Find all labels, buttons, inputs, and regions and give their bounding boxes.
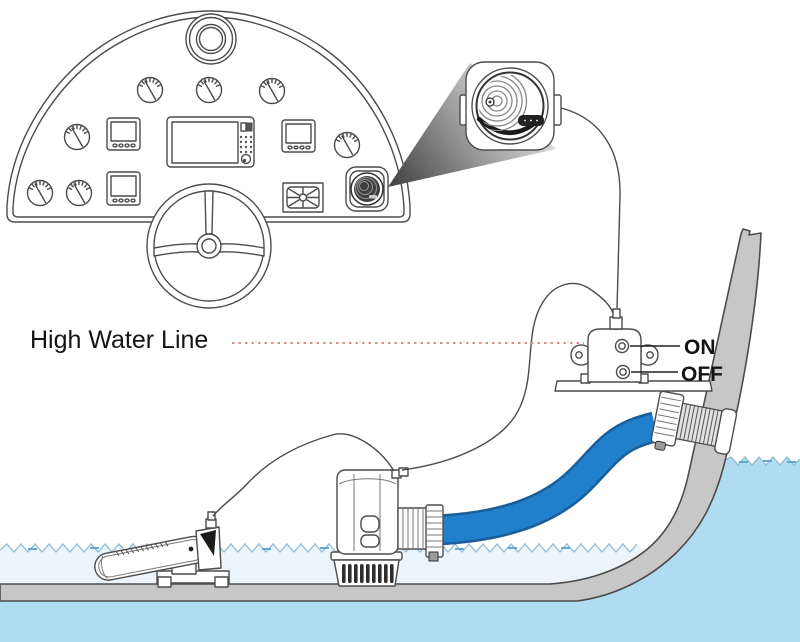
square-instruments	[106, 117, 316, 206]
switch-body	[587, 328, 642, 383]
switch-port-off	[615, 364, 631, 380]
wave-accents	[28, 460, 796, 550]
thru-hull-fitting	[650, 390, 738, 455]
bilge-alarm-speaker	[459, 61, 562, 151]
switch-mounting-shelf	[554, 380, 713, 392]
gauge	[195, 76, 223, 104]
label-on: ON	[684, 336, 716, 359]
hose-clamp-outboard	[650, 390, 685, 451]
square-instrument	[106, 117, 141, 151]
bilge-pump	[330, 467, 444, 587]
gauge	[63, 123, 91, 151]
wheel-spoke-right	[218, 243, 265, 257]
discharge-hose	[436, 411, 659, 546]
bilge-waterline-waves	[0, 543, 638, 553]
gauge	[333, 131, 361, 159]
float-switch-foot-right	[214, 576, 229, 588]
switch-port-on	[614, 338, 630, 354]
float-switch-foot-left	[157, 576, 172, 588]
gauge	[65, 179, 93, 207]
square-instrument	[281, 119, 316, 153]
outboard-flange-cap	[714, 408, 738, 455]
dashboard-panel-inner	[12, 16, 405, 218]
pump-body-seams	[338, 474, 397, 551]
pipe-threads	[679, 403, 723, 447]
pump-label-bottom	[360, 534, 380, 548]
high-water-line-label: High Water Line	[30, 326, 208, 354]
switch-wire-connector	[609, 316, 623, 330]
wheel-spoke-top	[204, 190, 214, 235]
panel-buzzer	[345, 166, 389, 212]
label-off: OFF	[681, 363, 723, 386]
wire-pump-to-level-switch	[401, 282, 614, 471]
pump-label-top	[360, 515, 380, 533]
sea-waterline-waves	[723, 456, 800, 466]
gauge	[258, 77, 286, 105]
pump-body	[336, 469, 399, 555]
hose-clamp-pump	[425, 504, 444, 562]
square-instrument	[106, 171, 141, 206]
compass	[185, 13, 237, 65]
water-level-switch: ON OFF	[570, 308, 723, 386]
float-switch	[94, 511, 230, 588]
float-grip-hatch	[115, 541, 169, 557]
pump-wire-connector2	[398, 467, 409, 477]
wheel-hub	[196, 233, 222, 259]
pump-outlet	[397, 507, 428, 550]
wire-alarm-to-level-switch	[556, 106, 621, 309]
gauges	[26, 76, 361, 207]
fan-vent-switch	[282, 182, 324, 213]
chartplotter	[166, 116, 255, 168]
float-pivot-dot	[188, 546, 194, 552]
gauge	[26, 179, 54, 207]
float-wire-connector2	[207, 511, 216, 521]
boat-hull	[0, 228, 762, 602]
float-hinge-pennant	[200, 530, 216, 556]
chartplotter-buttons	[239, 135, 253, 154]
steering-wheel	[146, 183, 272, 309]
gauge	[136, 76, 164, 104]
chartplotter-knob	[240, 153, 252, 165]
wire-pump-to-float-switch	[212, 433, 395, 517]
helm-dashboard	[6, 10, 411, 309]
strainer-slots	[342, 564, 394, 583]
